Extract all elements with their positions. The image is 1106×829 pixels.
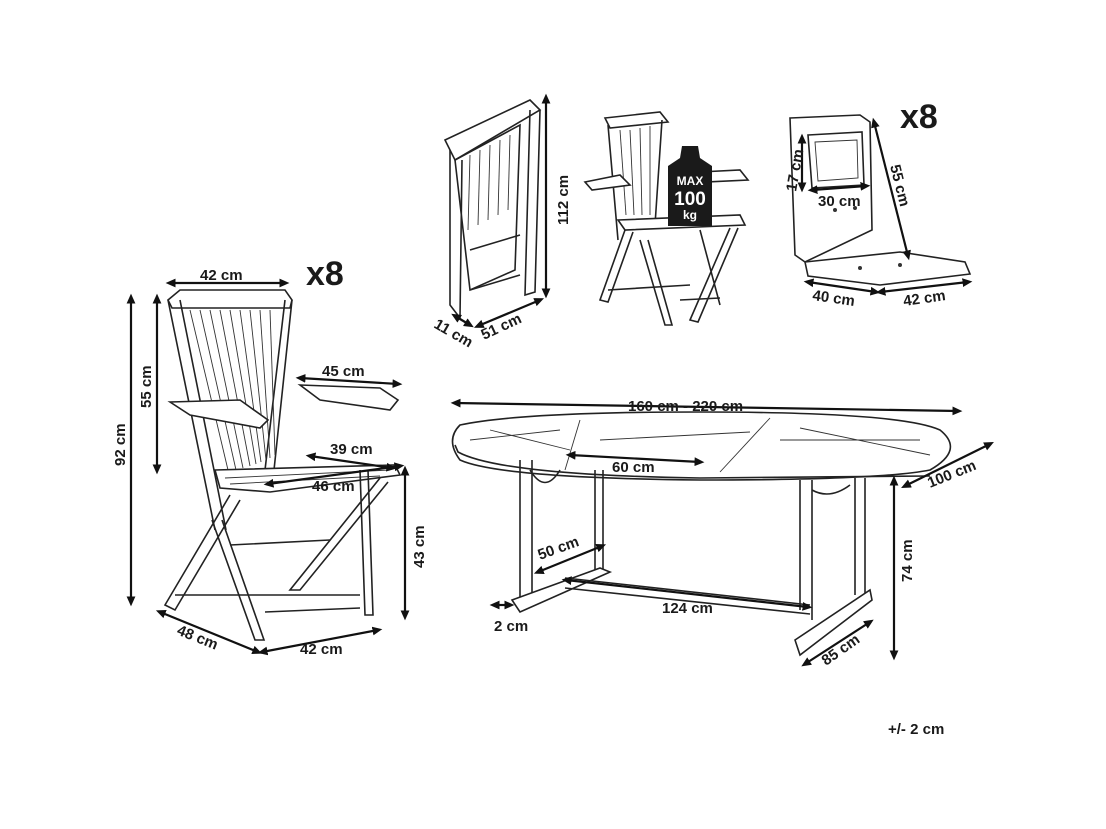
table-length-label: 160 cm - 220 cm [628, 398, 743, 415]
chair-total-height-label: 92 cm [112, 423, 129, 466]
table-stretcher-label: 124 cm [662, 600, 713, 617]
cushion-drawing [789, 114, 972, 286]
table-leg-spacing-line [533, 543, 607, 575]
cushion-width-line [875, 278, 973, 296]
folded-chair-drawing [443, 99, 542, 321]
chair-dimension-lines [126, 278, 410, 656]
cushion-depth-label: 40 cm [811, 287, 855, 310]
chair-quantity: x8 [306, 255, 344, 293]
pillow-width-line [807, 182, 871, 194]
cushion-width-label: 42 cm [902, 287, 946, 310]
cushion-quantity: x8 [900, 98, 938, 136]
folded-height-label: 112 cm [555, 175, 572, 225]
chair-width-top-label: 42 cm [200, 267, 243, 284]
chair-armrest-span-label: 45 cm [322, 363, 365, 380]
cushion-depth-line [803, 278, 881, 296]
load-chair-drawing [583, 111, 750, 326]
load-badge-unit: kg [683, 208, 697, 222]
table-width-line [901, 442, 994, 488]
table-extension-line [565, 450, 705, 467]
chair-seat-depth-label: 39 cm [330, 441, 373, 458]
folded-width-line [473, 298, 545, 328]
chair-backrest-height-label: 55 cm [138, 365, 155, 408]
chair-drawing [163, 289, 402, 641]
table-base-line [801, 619, 874, 667]
pillow-width-label: 30 cm [818, 193, 861, 210]
chair-seat-width-label: 46 cm [312, 478, 355, 495]
folded-thickness-label: 11 cm [431, 316, 476, 352]
table-height-label: 74 cm [899, 539, 916, 582]
folded-thickness-line [451, 313, 474, 328]
chair-seat-height-label: 43 cm [411, 525, 428, 568]
tolerance-note: +/- 2 cm [888, 721, 944, 738]
load-badge: MAX 100 kg [668, 146, 712, 226]
load-badge-value: 100 [674, 189, 706, 210]
table-leg-spacing-label: 50 cm [536, 533, 582, 564]
table-stretcher-line [561, 576, 813, 611]
chair-base-width-label: 42 cm [300, 641, 343, 658]
cushion-back-line [871, 117, 911, 261]
load-badge-max: MAX [677, 174, 704, 188]
table-length-line [450, 398, 963, 416]
table-extension-label: 60 cm [612, 459, 655, 476]
table-foot-offset-label: 2 cm [494, 618, 528, 635]
